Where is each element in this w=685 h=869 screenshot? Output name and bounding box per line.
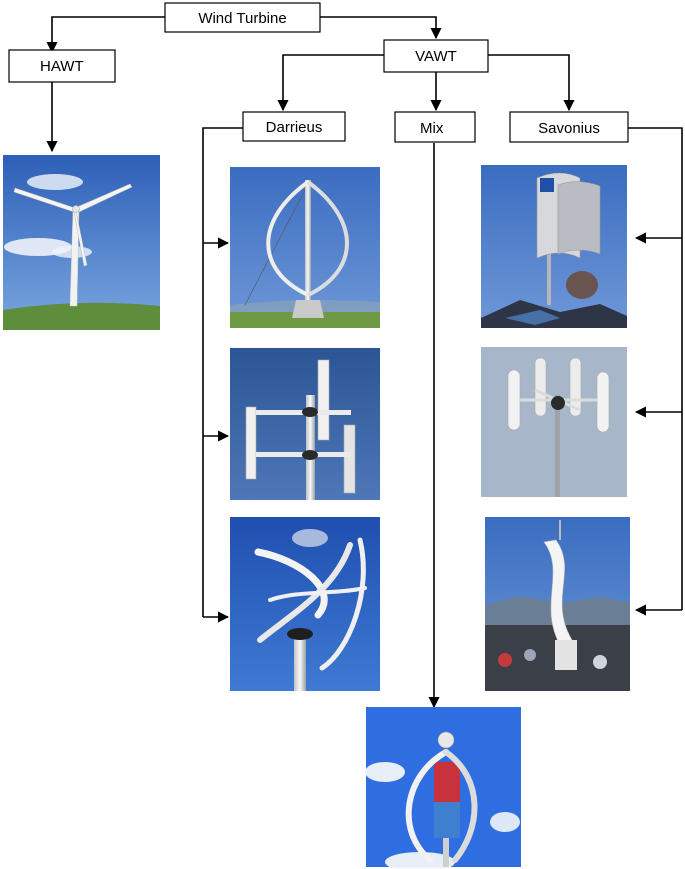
node-root-label: Wind Turbine (198, 10, 286, 27)
node-hawt-label: HAWT (40, 58, 84, 75)
node-darrieus-label: Darrieus (266, 119, 323, 136)
darrieus-h-rotor-photo (230, 348, 380, 500)
savonius-multiblade-photo (481, 347, 627, 497)
node-vawt: VAWT (384, 40, 488, 72)
savonius-scoop-photo (481, 165, 627, 328)
savonius-bracket-line (628, 128, 682, 610)
mix-hybrid-photo (365, 707, 521, 869)
darrieus-helical-photo (230, 517, 380, 691)
hawt-photo (3, 155, 160, 330)
node-root: Wind Turbine (165, 3, 320, 32)
darrieus-eggbeater-photo (230, 167, 380, 328)
root-to-vawt-arrow (320, 17, 436, 38)
node-mix: Mix (395, 112, 475, 142)
node-hawt: HAWT (9, 50, 115, 82)
node-darrieus: Darrieus (243, 112, 345, 141)
node-savonius-label: Savonius (538, 120, 600, 137)
vawt-to-darrieus-arrow (283, 55, 384, 110)
root-to-hawt-arrow (52, 17, 165, 52)
savonius-twisted-photo (485, 517, 630, 691)
node-vawt-label: VAWT (415, 48, 457, 65)
node-mix-label: Mix (420, 120, 444, 137)
vawt-to-savonius-arrow (488, 55, 569, 110)
node-savonius: Savonius (510, 112, 628, 142)
